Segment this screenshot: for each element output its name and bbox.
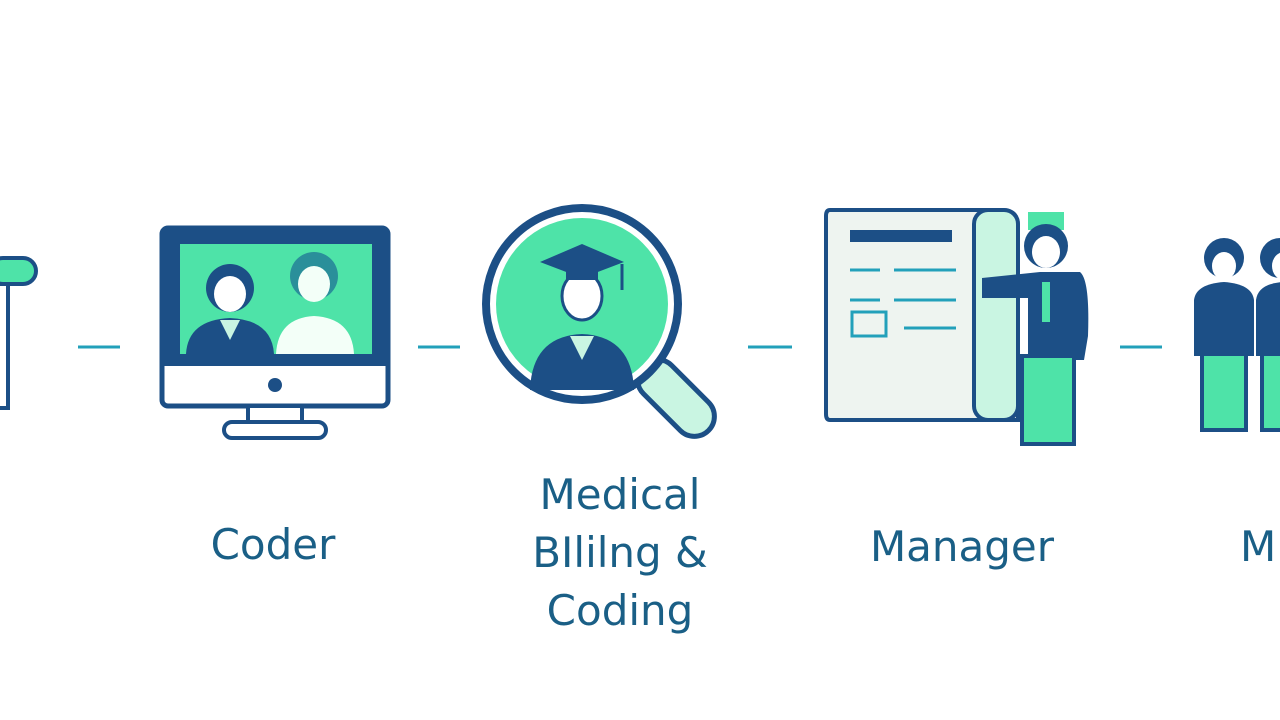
pipe-icon <box>0 256 38 410</box>
step-label-line: Medical <box>539 470 701 519</box>
computer-monitor-icon <box>159 225 391 440</box>
magnifier-graduate-icon <box>482 204 717 439</box>
step-label-manager: Manager <box>869 522 1055 571</box>
person-icon <box>982 212 1089 446</box>
step-label-coder: Coder <box>210 520 336 569</box>
document-scroll-person-icon <box>824 208 1089 446</box>
step-label-line: Coding <box>546 586 694 635</box>
team-people-icon <box>1194 238 1280 432</box>
person-icon <box>276 252 354 354</box>
person-icon <box>186 264 274 354</box>
person-icon <box>1256 238 1280 432</box>
person-icon <box>1194 238 1254 432</box>
step-label-line: BIlilng & <box>532 528 708 577</box>
step-label-partial: M <box>1240 522 1277 571</box>
step-label-medical-billing-coding: Medical BIlilng & Coding <box>486 466 754 640</box>
